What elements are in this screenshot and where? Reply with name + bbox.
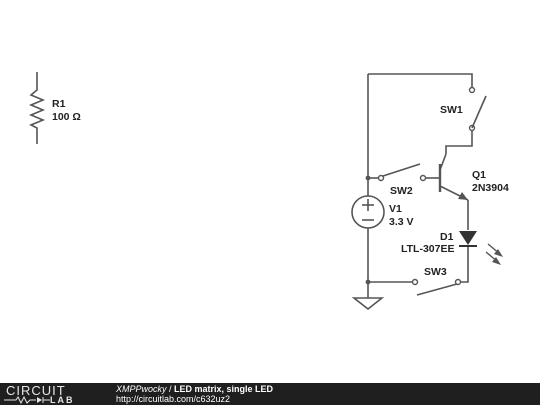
v1-designator: V1 xyxy=(389,203,402,215)
resistor-diode-icon xyxy=(4,396,50,404)
sw3-designator: SW3 xyxy=(424,266,447,278)
logo-wordmark-bottom: LAB xyxy=(50,395,75,405)
author-link[interactable]: XMPPwocky xyxy=(116,384,167,394)
r1-designator: R1 xyxy=(52,98,66,110)
switch-sw3[interactable] xyxy=(411,278,462,296)
circuit-url-link[interactable]: http://circuitlab.com/c632uz2 xyxy=(116,394,231,404)
resistor-r1[interactable] xyxy=(28,72,46,144)
circuit-title: LED matrix, single LED xyxy=(174,384,274,394)
circuitlab-logo[interactable]: CIRCUIT LAB xyxy=(4,383,104,405)
switch-sw2[interactable] xyxy=(377,163,427,182)
ground-symbol[interactable] xyxy=(351,297,385,311)
v1-value: 3.3 V xyxy=(389,216,414,228)
d1-value: LTL-307EE xyxy=(401,243,454,255)
d1-designator: D1 xyxy=(440,231,454,243)
junction-dot xyxy=(365,175,371,181)
logo-wordmark-top: CIRCUIT xyxy=(6,383,66,398)
transistor-q1[interactable] xyxy=(438,153,469,201)
footer-bar: CIRCUIT LAB XMPPwocky / LED matrix, sing… xyxy=(0,383,540,405)
circuit-title-line: XMPPwocky / LED matrix, single LED xyxy=(116,384,273,394)
q1-designator: Q1 xyxy=(472,169,486,181)
schematic-canvas: R1 100 Ω SW1 SW2 SW3 xyxy=(28,72,509,311)
led-d1[interactable] xyxy=(459,231,503,265)
sw1-designator: SW1 xyxy=(440,104,463,116)
sw2-designator: SW2 xyxy=(390,185,413,197)
q1-value: 2N3904 xyxy=(472,182,509,194)
voltage-source-v1[interactable] xyxy=(351,195,385,229)
title-separator: / xyxy=(166,384,175,394)
r1-value: 100 Ω xyxy=(52,111,81,123)
switch-sw1[interactable] xyxy=(468,86,487,132)
junction-dot xyxy=(365,279,371,285)
